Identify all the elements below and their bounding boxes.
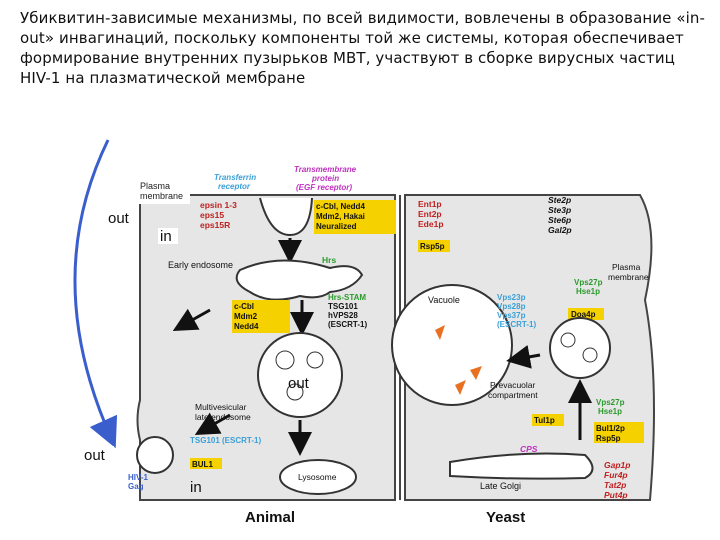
lysosome — [279, 459, 357, 495]
annot-out-3: out — [84, 447, 106, 464]
lysosome-label: Lysosome — [298, 472, 337, 482]
doa4-box — [568, 308, 604, 320]
animal-label: Animal — [245, 509, 295, 526]
late-golgi — [449, 452, 594, 480]
doa4-label: Doa4p — [571, 310, 596, 319]
annot-out-1: out — [108, 210, 130, 227]
vacuole — [391, 284, 513, 406]
cps-label: CPS — [520, 444, 538, 454]
vacuole-label: Vacuole — [428, 295, 460, 305]
annot-out-2: out — [288, 375, 310, 392]
cbl-box — [314, 200, 396, 234]
bul1-label: BUL1 — [192, 460, 213, 469]
hrs-label: Hrs — [322, 255, 336, 265]
yeast-label: Yeast — [486, 509, 525, 526]
early-endosome — [235, 259, 364, 301]
pvc — [549, 317, 611, 379]
late-golgi-label: Late Golgi — [480, 481, 521, 491]
slide-title: Убиквитин-зависимые механизмы, по всей в… — [20, 9, 706, 87]
hiv-particle — [136, 436, 174, 474]
plasma-membrane-label-bg — [130, 182, 190, 204]
early-endosome-label: Early endosome — [168, 260, 233, 270]
cbl-box2 — [232, 300, 290, 333]
tul1p-box — [532, 414, 564, 426]
bul-box — [594, 422, 644, 443]
rsp5p-label: Rsp5p — [420, 242, 445, 251]
annot-in-1: in — [160, 228, 172, 245]
in-out-arrow — [73, 139, 118, 449]
rsp5p-box — [418, 240, 450, 252]
tsg101-label: TSG101 (ESCRT-1) — [190, 436, 261, 445]
annot-in-3: in — [190, 479, 202, 496]
tul1p-label: Tul1p — [534, 416, 555, 425]
bul1-box — [190, 458, 222, 469]
